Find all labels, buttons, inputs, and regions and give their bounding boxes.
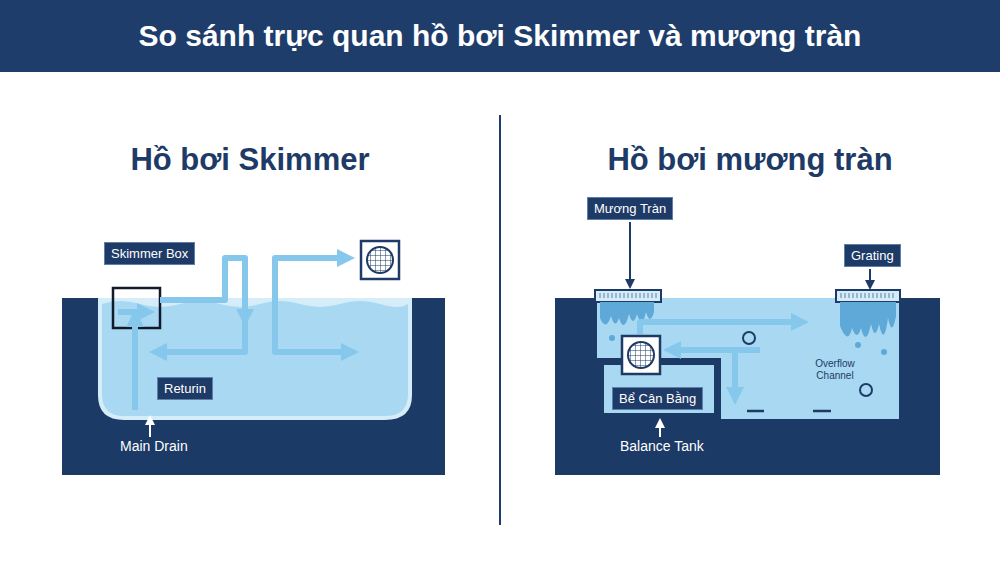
label-text: Bể Cân Bằng xyxy=(619,391,696,406)
panel-heading: Hồ bơi mương tràn xyxy=(500,142,1000,178)
panel-heading: Hồ bơi Skimmer xyxy=(0,142,500,178)
label-box: Skimmer Box xyxy=(104,242,195,265)
part-label: Balance Tank xyxy=(620,438,704,454)
label-box: Grating xyxy=(844,244,901,267)
label-text: Skimmer Box xyxy=(111,246,188,261)
part-label: Main Drain xyxy=(120,438,188,454)
label-box: Mương Tràn xyxy=(587,197,673,220)
label-text: Grating xyxy=(851,248,894,263)
part-label: Overflow Channel xyxy=(800,358,870,382)
title-text: So sánh trực quan hồ bơi Skimmer và mươn… xyxy=(0,0,1000,72)
label-box: Returin xyxy=(157,377,213,400)
label-box: Bể Cân Bằng xyxy=(612,387,703,410)
label-text: Returin xyxy=(164,381,206,396)
label-text: Mương Tràn xyxy=(594,201,666,216)
